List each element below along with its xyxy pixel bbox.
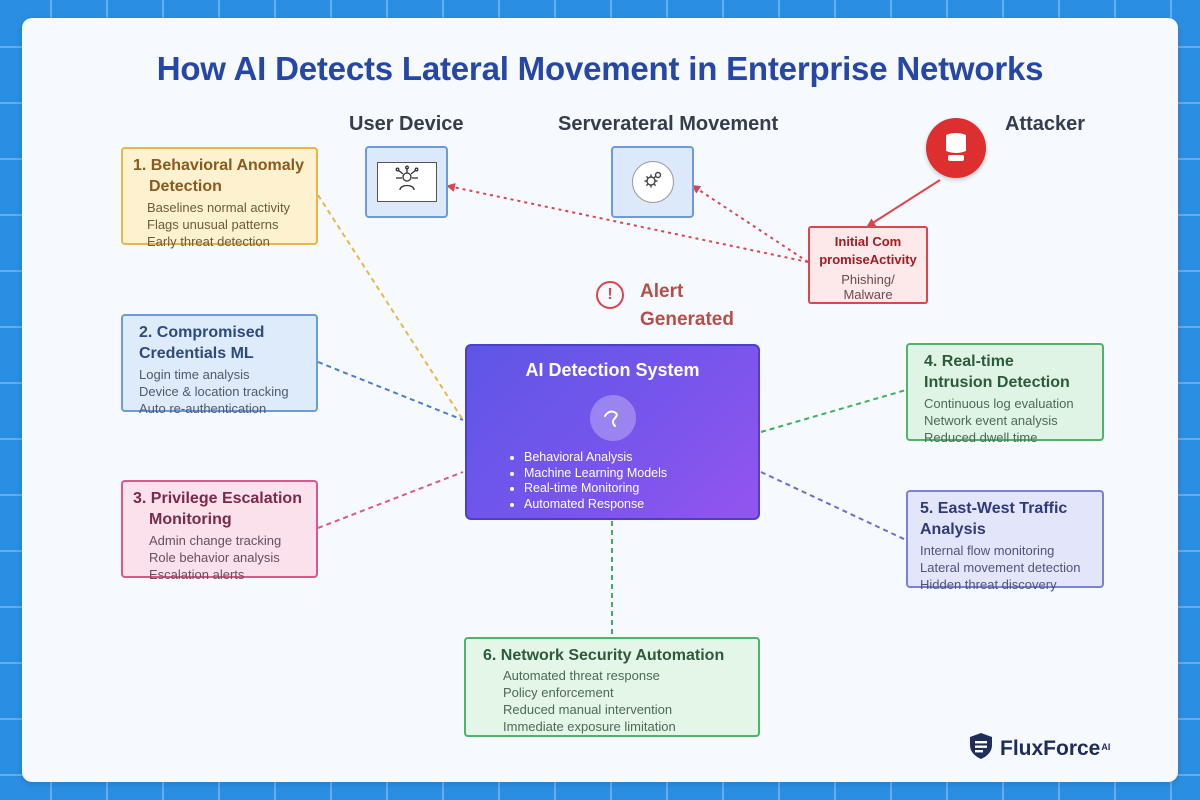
feature-item: Continuous log evaluation	[924, 396, 1074, 411]
ai-swirl-icon	[590, 395, 636, 441]
feature-item: Auto re-authentication	[139, 401, 267, 416]
initial-compromise-box: Initial Com promiseActivity Phishing/ Ma…	[808, 226, 928, 304]
feature-item: Reduced manual intervention	[503, 702, 673, 717]
feature-item: Policy enforcement	[503, 685, 614, 700]
feature-title: Monitoring	[149, 511, 232, 528]
ai-detection-item: Automated Response	[524, 497, 667, 513]
user-device-node	[365, 146, 448, 218]
feature-title: 1. Behavioral Anomaly	[133, 157, 305, 174]
ai-detection-item: Machine Learning Models	[524, 466, 667, 482]
feature-realtime-intrusion: 4. Real-time Intrusion Detection Continu…	[906, 343, 1104, 445]
feature-item: Network event analysis	[924, 413, 1058, 428]
ai-detection-item: Real-time Monitoring	[524, 481, 667, 497]
server-node	[611, 146, 694, 218]
alert-line-1: Alert	[640, 281, 684, 302]
alert-line-2: Generated	[640, 309, 734, 330]
feature-item: Admin change tracking	[149, 533, 282, 548]
user-device-label: User Device	[349, 113, 464, 135]
ai-detection-item: Behavioral Analysis	[524, 450, 667, 466]
feature-item: Baselines normal activity	[147, 200, 291, 215]
feature-item: Reduced dwell time	[924, 430, 1038, 445]
feature-item: Login time analysis	[139, 367, 250, 382]
alert-label: Alert Generated	[640, 278, 734, 334]
feature-east-west-traffic: 5. East-West Traffic Analysis Internal f…	[906, 490, 1104, 592]
server-label: Serverateral Movement	[558, 113, 779, 135]
initial-compromise-title-2: promiseActivity	[819, 252, 917, 267]
feature-item: Role behavior analysis	[149, 550, 280, 565]
feature-title: Intrusion Detection	[924, 374, 1070, 391]
gear-icon	[642, 169, 664, 196]
ai-detection-system: AI Detection System Behavioral Analysis …	[465, 344, 760, 520]
shield-logo-icon	[968, 732, 994, 765]
feature-item: Hidden threat discovery	[920, 577, 1057, 592]
feature-title: 2. Compromised	[139, 324, 265, 341]
feature-title: 5. East-West Traffic	[920, 500, 1068, 517]
logo-name: FluxForce	[1000, 736, 1101, 760]
server-icon-circle	[631, 161, 674, 203]
feature-behavioral-anomaly: 1. Behavioral Anomaly Detection Baseline…	[121, 147, 318, 249]
feature-item: Early threat detection	[147, 234, 270, 249]
feature-title: 6. Network Security Automation	[483, 647, 725, 664]
feature-title: Credentials ML	[139, 345, 254, 362]
feature-privilege-escalation: 3. Privilege Escalation Monitoring Admin…	[121, 480, 318, 582]
logo-sup: AI	[1101, 741, 1111, 752]
feature-title: Analysis	[920, 521, 986, 538]
feature-item: Escalation alerts	[149, 567, 245, 582]
feature-compromised-credentials: 2. Compromised Credentials ML Login time…	[121, 314, 318, 416]
attacker-icon	[926, 118, 986, 178]
initial-compromise-sub-2: Malware	[843, 287, 893, 302]
ai-detection-title: AI Detection System	[525, 360, 700, 380]
feature-item: Immediate exposure limitation	[503, 719, 676, 734]
ai-detection-list: Behavioral Analysis Machine Learning Mod…	[504, 450, 667, 512]
user-device-screen	[376, 162, 437, 202]
initial-compromise-sub-1: Phishing/	[841, 272, 895, 287]
feature-item: Automated threat response	[503, 668, 660, 683]
feature-network-security-automation: 6. Network Security Automation Automated…	[464, 637, 760, 737]
feature-item: Lateral movement detection	[920, 560, 1081, 575]
alert-icon: !	[596, 281, 624, 309]
attacker-label: Attacker	[1005, 113, 1086, 135]
feature-title: 4. Real-time	[924, 353, 1014, 370]
feature-item: Internal flow monitoring	[920, 543, 1055, 558]
feature-item: Flags unusual patterns	[147, 217, 279, 232]
initial-compromise-title-1: Initial Com	[834, 234, 902, 249]
person-network-icon	[392, 165, 422, 200]
feature-title: Detection	[149, 178, 222, 195]
feature-item: Device & location tracking	[139, 384, 289, 399]
feature-title: 3. Privilege Escalation	[133, 490, 302, 507]
page-title: How AI Detects Lateral Movement in Enter…	[156, 50, 1044, 87]
